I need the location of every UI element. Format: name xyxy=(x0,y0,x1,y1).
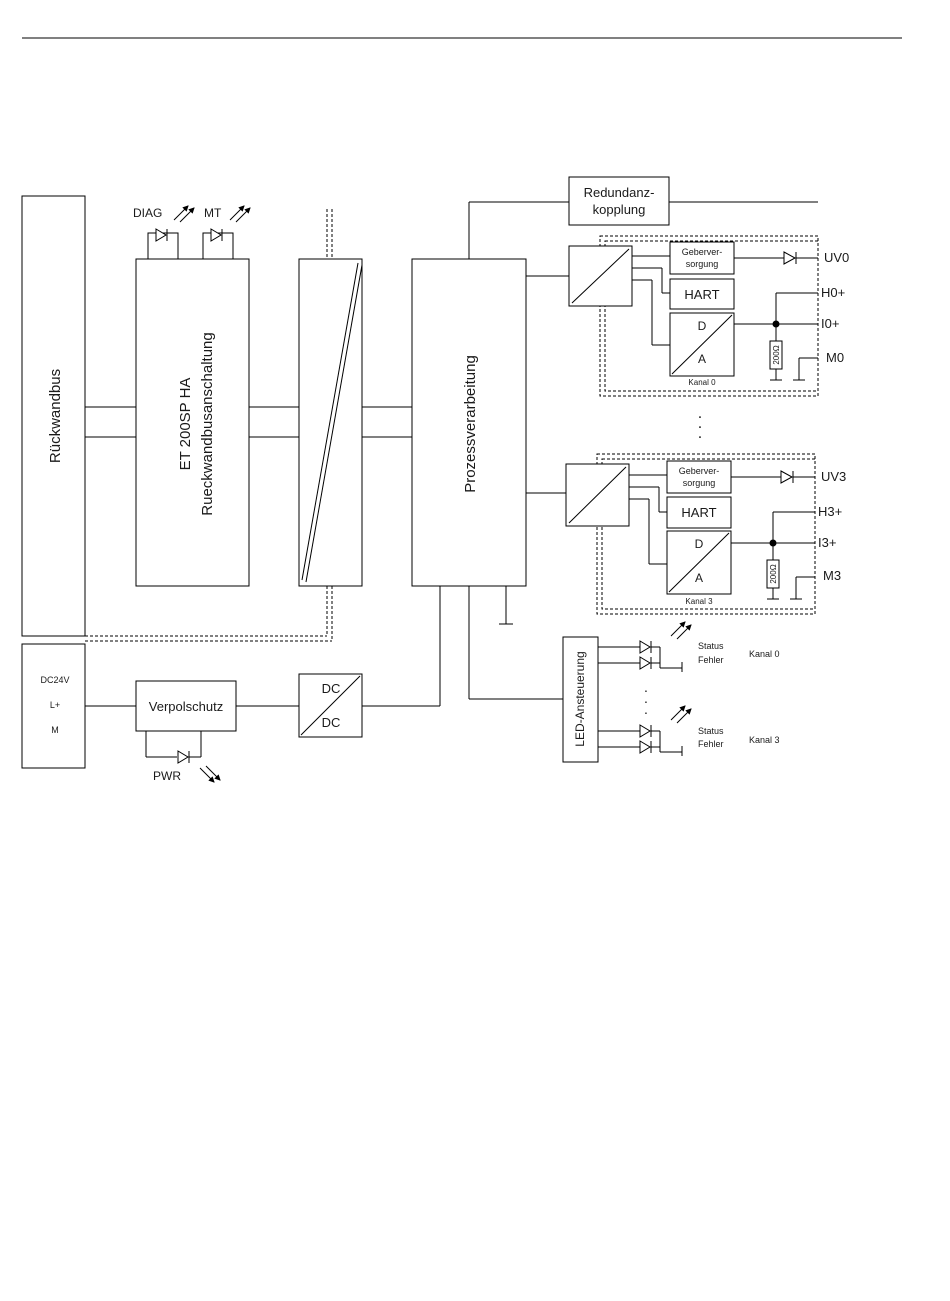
svg-text:.: . xyxy=(698,415,702,432)
status-label: Status xyxy=(698,641,724,651)
h-label: H0+ xyxy=(821,285,845,300)
kanal-label: Kanal 0 xyxy=(688,378,716,387)
mt-label: MT xyxy=(204,206,222,220)
channel-ellipsis: . . . xyxy=(698,405,702,442)
h-label: H3+ xyxy=(818,504,842,519)
prozessverarbeitung-block: Prozessverarbeitung xyxy=(411,258,527,625)
redundanz-label-2: kopplung xyxy=(593,202,646,217)
et200sp-label: ET 200SP HA xyxy=(177,378,194,471)
kanal-label: Kanal 3 xyxy=(685,597,713,606)
led-group-kanal-0: Status Fehler Kanal 0 xyxy=(598,621,780,672)
dc-bottom-label: DC xyxy=(322,715,341,730)
resistor-label: 200Ω xyxy=(772,345,781,364)
a-label: A xyxy=(695,571,703,585)
shield-lines xyxy=(85,209,333,642)
fehler-label: Fehler xyxy=(698,655,724,665)
uv-label: UV0 xyxy=(824,250,849,265)
svg-text:.: . xyxy=(698,425,702,442)
d-label: D xyxy=(698,319,707,333)
led-ansteuerung-block: LED-Ansteuerung xyxy=(468,586,599,763)
verpolschutz-label: Verpolschutz xyxy=(149,699,223,714)
d-label: D xyxy=(695,537,704,551)
m-supply-label: M xyxy=(51,725,59,735)
bus-lines xyxy=(85,406,412,438)
dc24v-label: DC24V xyxy=(40,675,69,685)
hart-label: HART xyxy=(684,287,719,302)
dcdc-converter-block: DC DC xyxy=(298,586,441,738)
led-ellipsis: . . . xyxy=(644,679,648,717)
svg-text:.: . xyxy=(698,405,702,422)
redundanz-label-1: Redundanz- xyxy=(584,185,655,200)
rueckwandbusanschaltung-block: ET 200SP HA Rueckwandbusanschaltung xyxy=(135,258,250,587)
prozessverarbeitung-label: Prozessverarbeitung xyxy=(462,355,479,493)
i-label: I3+ xyxy=(818,535,836,550)
svg-text:.: . xyxy=(644,679,648,695)
lplus-label: L+ xyxy=(50,700,60,710)
geberver-label-1: Geberver- xyxy=(679,466,720,476)
uv-label: UV3 xyxy=(821,469,846,484)
mt-led: MT xyxy=(202,205,251,260)
rueckwandbus-block: Rückwandbus xyxy=(21,195,86,637)
status-label: Status xyxy=(698,726,724,736)
i-label: I0+ xyxy=(821,316,839,331)
m-label: M3 xyxy=(823,568,841,583)
led-ansteuerung-label: LED-Ansteuerung xyxy=(573,651,587,746)
led-group-kanal-3: Status Fehler Kanal 3 xyxy=(598,705,780,756)
redundanzkopplung-block: Redundanz- kopplung xyxy=(468,176,818,259)
isolation-block xyxy=(298,258,363,587)
led-kanal-label: Kanal 0 xyxy=(749,649,780,659)
channel-3: Geberver- sorgung UV3 HART D A Kanal 3 2… xyxy=(526,453,846,615)
dc-top-label: DC xyxy=(322,681,341,696)
rueckwandbus-label: Rückwandbus xyxy=(47,369,64,463)
m-label: M0 xyxy=(826,350,844,365)
power-input-block: DC24V L+ M xyxy=(21,643,136,769)
geberver-label-1: Geberver- xyxy=(682,247,723,257)
hart-label: HART xyxy=(681,505,716,520)
svg-text:.: . xyxy=(644,690,648,706)
channel-0: Geberver- sorgung UV0 HART D A Kanal 0 2… xyxy=(526,235,849,397)
fehler-label: Fehler xyxy=(698,739,724,749)
pwr-label: PWR xyxy=(153,769,181,783)
diag-label: DIAG xyxy=(133,206,162,220)
diag-led: DIAG xyxy=(133,205,195,260)
rueckwandbusanschaltung-label: Rueckwandbusanschaltung xyxy=(199,332,216,515)
verpolschutz-block: Verpolschutz PWR xyxy=(135,680,299,783)
led-kanal-label: Kanal 3 xyxy=(749,735,780,745)
geberver-label-2: sorgung xyxy=(686,259,719,269)
resistor-label: 200Ω xyxy=(769,564,778,583)
svg-text:.: . xyxy=(644,701,648,717)
geberver-label-2: sorgung xyxy=(683,478,716,488)
a-label: A xyxy=(698,352,706,366)
